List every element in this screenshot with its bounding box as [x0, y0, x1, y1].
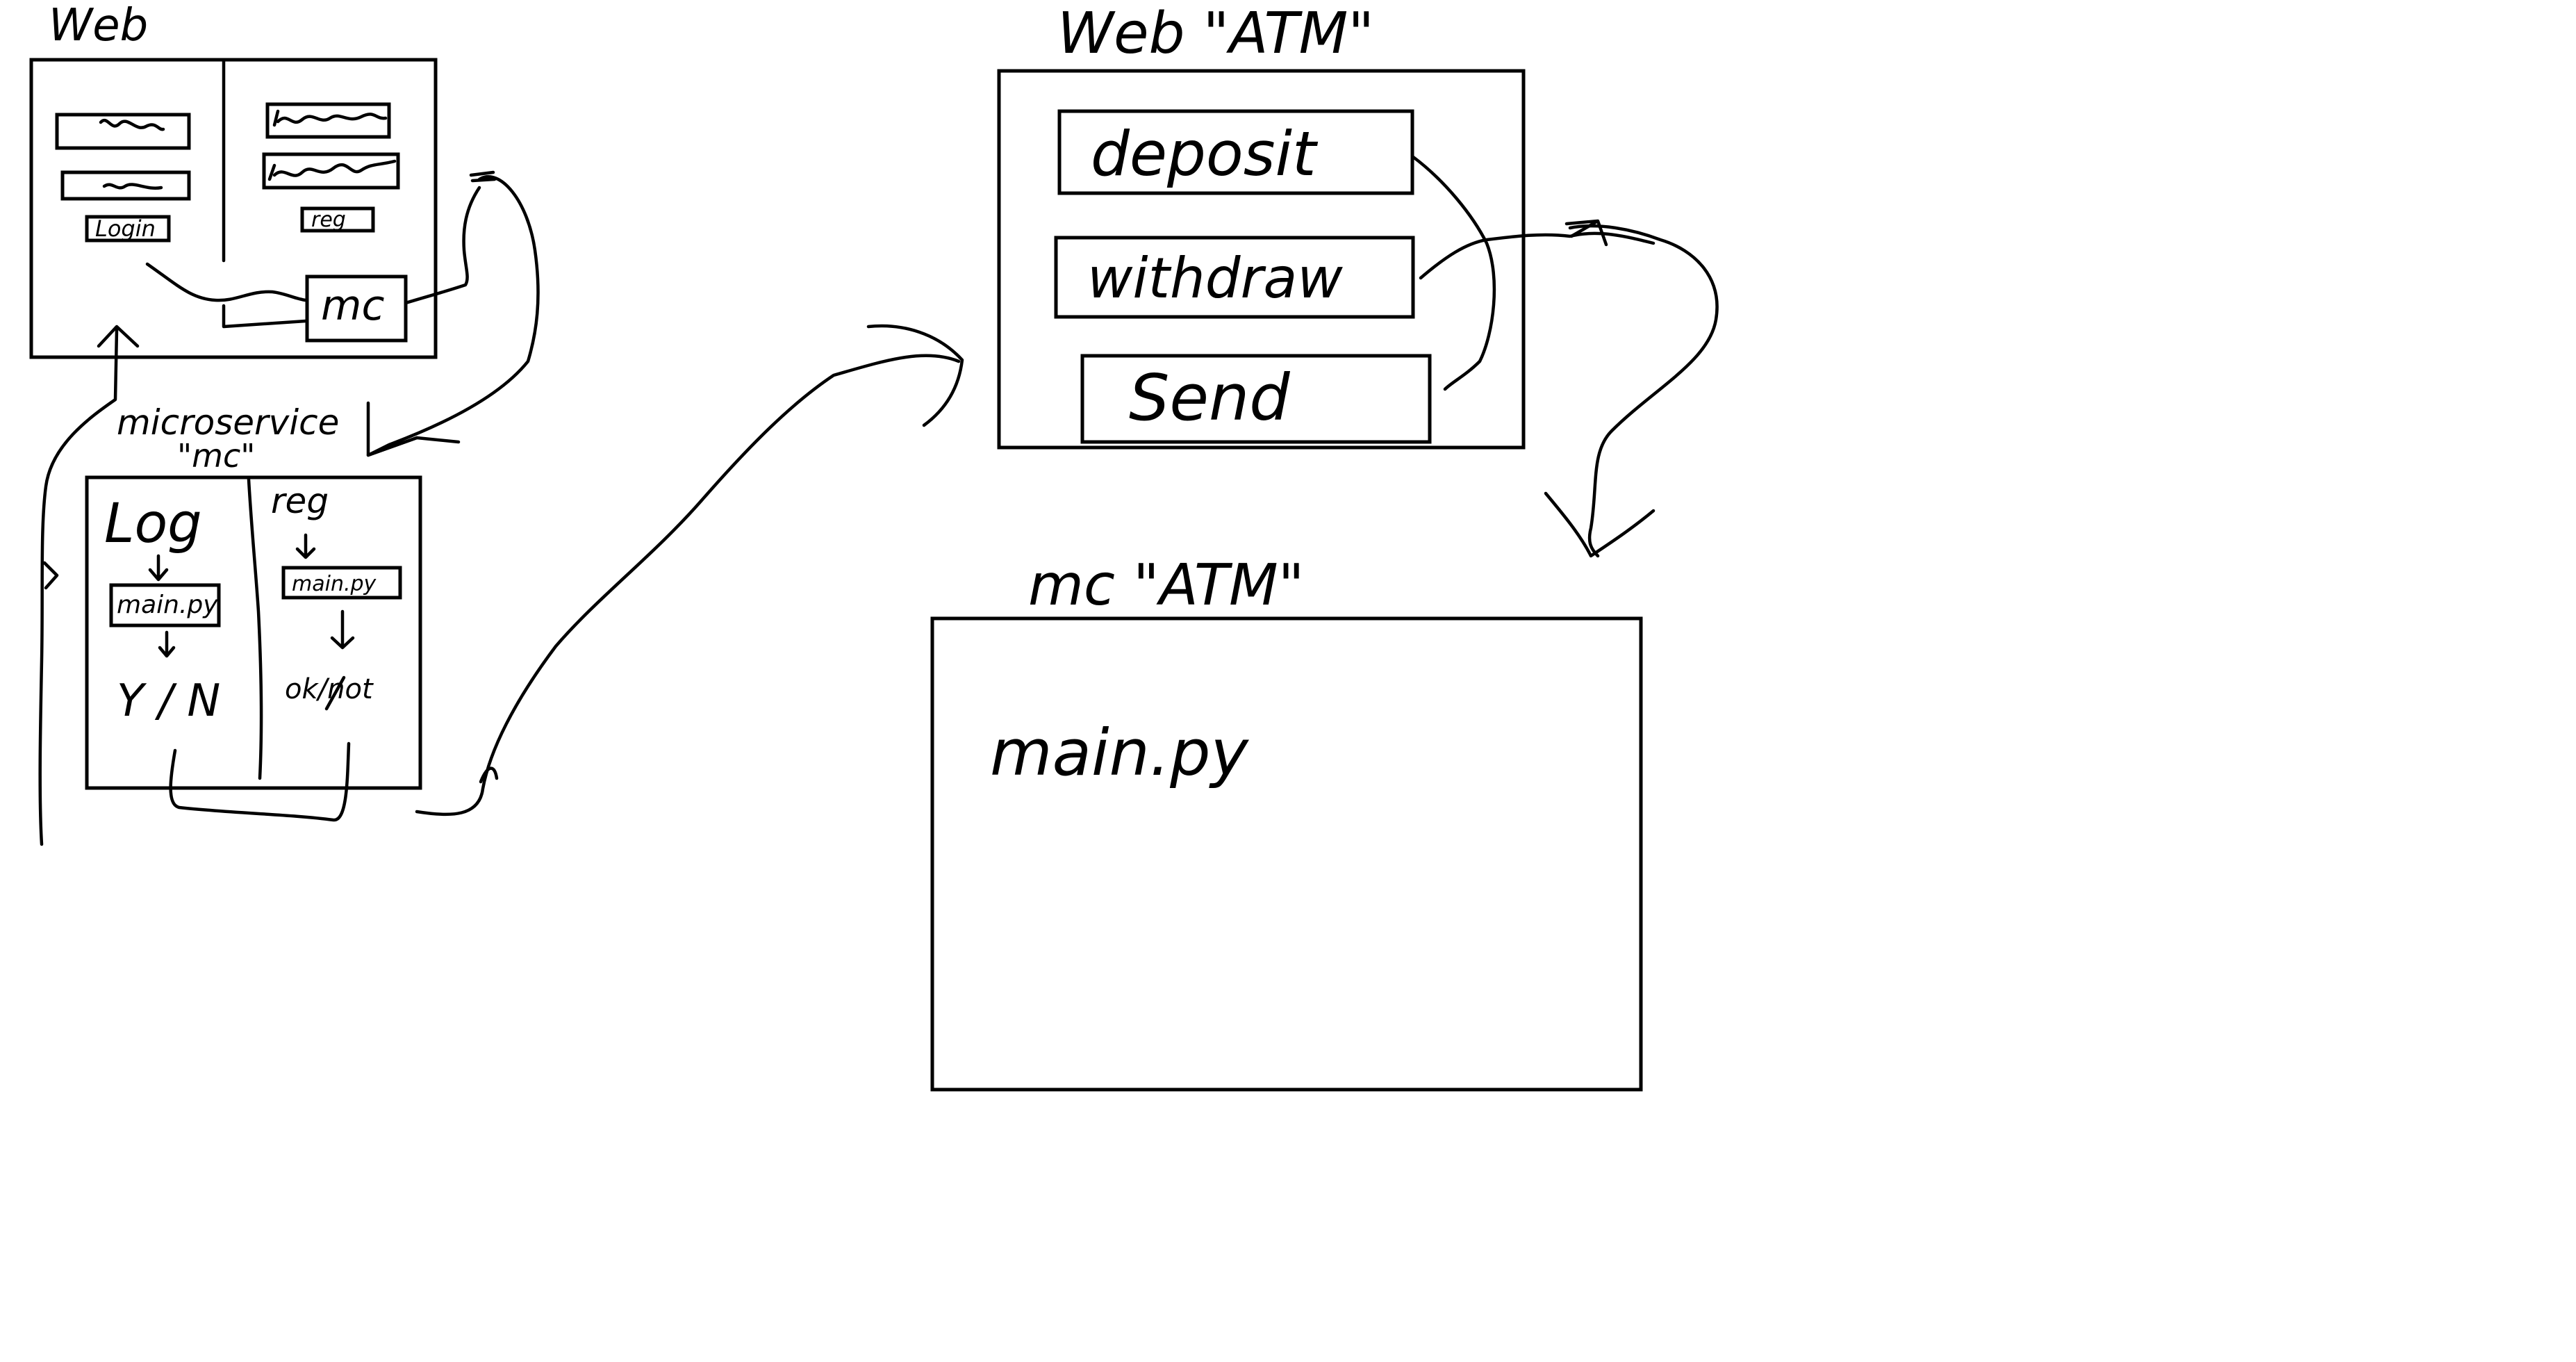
log-down-arrow-1: [148, 554, 169, 582]
deposit-button-label: deposit: [1091, 118, 1319, 190]
atm-to-mc-arrowhead: [1544, 491, 1656, 558]
web-panel-frame: [29, 58, 438, 359]
web-atm-frame: [997, 69, 1526, 450]
reg-field-2[interactable]: [262, 152, 400, 190]
microservice-frame: [85, 475, 422, 790]
login-button[interactable]: [85, 215, 171, 243]
mc-button-label: mc: [321, 281, 384, 330]
reg-result-slash: [324, 675, 346, 711]
web-atm-title: Web "ATM": [1057, 1, 1374, 67]
mc-exit-curve: [404, 186, 481, 305]
log-main-file-box: [109, 583, 221, 627]
send-button[interactable]: [1080, 354, 1432, 444]
web-to-microservice-arrow: [366, 175, 540, 457]
login-password-scribble: [102, 183, 163, 190]
microservice-title-line1: microservice: [117, 402, 339, 443]
login-password-field[interactable]: [60, 170, 191, 201]
reg-button-label: reg: [311, 208, 346, 232]
web-atm-panel: Web "ATM" deposit withdraw Send: [997, 1, 1656, 450]
actions-bracket: [1410, 154, 1496, 391]
mc-atm-title: mc "ATM": [1028, 552, 1304, 618]
mc-button[interactable]: [305, 274, 408, 343]
log-down-arrow-2: [158, 630, 176, 658]
login-username-field[interactable]: [55, 113, 191, 150]
microservice-to-atm-line: [415, 354, 961, 817]
reg-field-1[interactable]: [265, 102, 391, 139]
reg-down-arrow-2: [330, 609, 355, 650]
microservice-panel: microservice "mc" Log main.py Y / N reg …: [85, 402, 422, 822]
reg-main-file-label: main.py: [292, 572, 377, 596]
feedback-loop-arrowhead: [97, 325, 140, 348]
reg-to-mc-curve: [222, 304, 308, 329]
atm-to-mc-line: [1568, 224, 1719, 558]
reg-button[interactable]: [300, 206, 375, 233]
reg-column-heading: reg: [271, 481, 329, 521]
reg-main-file-box: [281, 566, 402, 600]
mc-atm-panel: mc "ATM" main.py: [930, 552, 1643, 1092]
reg-result: ok/not: [285, 673, 374, 705]
atm-arrow-tick: [1564, 219, 1608, 247]
log-result: Y / N: [117, 675, 220, 727]
mc-atm-frame: [930, 616, 1643, 1092]
reg-field-2-scribble: [267, 159, 397, 181]
web-to-microservice-arrowhead: [366, 401, 419, 457]
reg-field-1-scribble: [272, 109, 388, 127]
microservice-divider: [247, 477, 263, 780]
microservice-title-line2: "mc": [177, 437, 255, 475]
reg-down-arrow-1: [295, 533, 316, 559]
send-button-label: Send: [1129, 361, 1290, 435]
mc-atm-file: main.py: [990, 716, 1250, 790]
web-panel-title: Web: [49, 0, 148, 51]
feedback-loop-line: [38, 328, 119, 846]
withdraw-button-label: withdraw: [1087, 246, 1343, 311]
results-merge-curve: [169, 741, 351, 822]
login-username-scribble: [99, 119, 165, 131]
web-panel: Web Login reg mc: [29, 0, 481, 359]
web-arrow-cap: [469, 170, 497, 183]
deposit-button[interactable]: [1057, 109, 1414, 195]
withdraw-button[interactable]: [1054, 236, 1415, 319]
log-main-file-label: main.py: [117, 591, 218, 619]
login-to-mc-curve: [145, 262, 308, 302]
microservice-exit-hook: [479, 766, 499, 784]
microservice-to-atm-arrowhead: [866, 324, 964, 427]
login-button-label: Login: [95, 215, 156, 242]
left-side-tick: [42, 561, 59, 590]
log-column-heading: Log: [104, 493, 202, 555]
actions-output-curve: [1419, 231, 1656, 280]
